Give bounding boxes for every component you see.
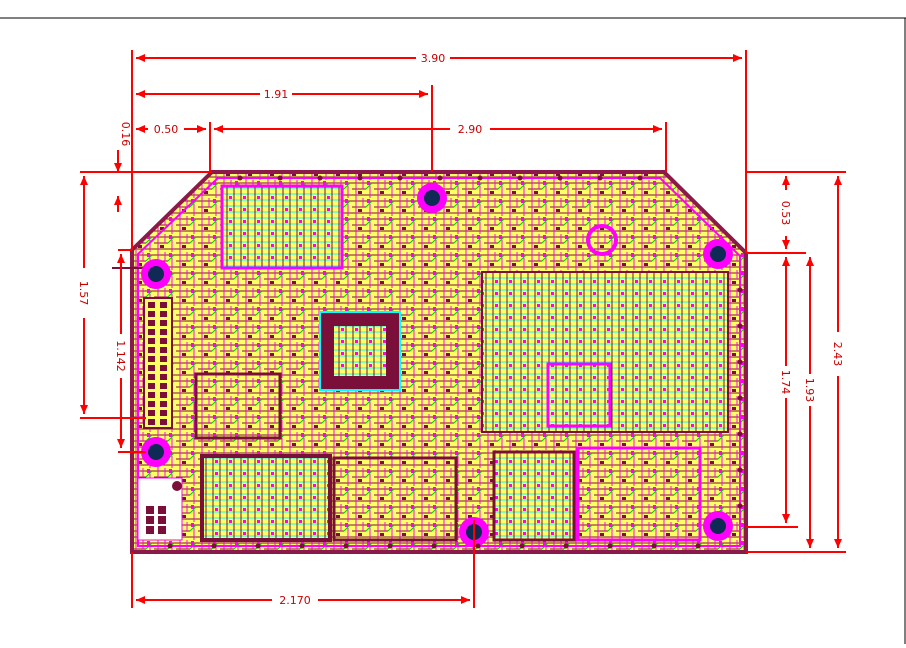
edge-via: [256, 544, 261, 549]
header-pin: [160, 356, 167, 362]
connector-pin: [146, 526, 154, 534]
rf-section: [482, 272, 728, 432]
power-block-top: [222, 186, 342, 268]
edge-via: [212, 544, 217, 549]
dim-label-right-mid: 1.93: [803, 378, 816, 403]
header-pin: [148, 383, 155, 389]
edge-via: [238, 176, 243, 181]
header-pin: [148, 419, 155, 425]
header-pin: [148, 401, 155, 407]
edge-via: [518, 176, 523, 181]
edge-via: [558, 176, 563, 181]
pcb-board: [112, 172, 746, 552]
edge-via: [738, 360, 743, 365]
header-pin: [148, 311, 155, 317]
power-block-bottom-right: [494, 452, 574, 540]
connector-pin: [146, 516, 154, 524]
header-pin: [148, 329, 155, 335]
edge-via: [344, 544, 349, 549]
dim-label-header-height: 1.142: [114, 340, 127, 372]
mounting-hole-top-left: [141, 259, 171, 289]
edge-via: [168, 544, 173, 549]
edge-via: [738, 288, 743, 293]
header-pin: [160, 392, 167, 398]
mounting-hole-top-right: [703, 239, 733, 269]
header-pin: [148, 320, 155, 326]
header-pin: [148, 356, 155, 362]
processor-die: [334, 326, 386, 376]
header-pin: [148, 302, 155, 308]
header-pin: [160, 320, 167, 326]
edge-via: [300, 544, 305, 549]
mounting-hole-top-center: [417, 183, 447, 213]
connector-pin: [146, 506, 154, 514]
edge-via: [358, 176, 363, 181]
dim-label-chamfer-left: 0.50: [154, 123, 179, 136]
header-pin: [160, 302, 167, 308]
edge-via: [520, 544, 525, 549]
edge-via: [318, 176, 323, 181]
header-pin: [148, 374, 155, 380]
edge-via: [652, 544, 657, 549]
edge-via: [738, 396, 743, 401]
edge-via: [638, 176, 643, 181]
dim-label-overall-height: 2.43: [831, 342, 844, 367]
edge-via: [738, 504, 743, 509]
header-pin: [148, 392, 155, 398]
header-pin: [160, 347, 167, 353]
edge-via: [278, 176, 283, 181]
dim-label-overall-width: 3.90: [421, 52, 446, 65]
edge-via: [564, 544, 569, 549]
edge-via: [738, 324, 743, 329]
edge-via: [738, 432, 743, 437]
connector-pin: [158, 526, 166, 534]
dim-label-chamfer-right: 0.53: [779, 201, 792, 226]
header-pin: [160, 338, 167, 344]
audio-block: [196, 374, 280, 438]
dim-label-hole-to-hole: 1.91: [264, 88, 289, 101]
header-pin: [148, 365, 155, 371]
edge-via: [432, 544, 437, 549]
edge-via: [438, 176, 443, 181]
connector-via: [172, 481, 182, 491]
mounting-hole-bottom-right: [703, 511, 733, 541]
edge-via: [598, 176, 603, 181]
header-pin: [148, 347, 155, 353]
header-pin: [160, 401, 167, 407]
edge-via: [476, 544, 481, 549]
edge-via: [696, 544, 701, 549]
dim-label-left-height: 1.57: [77, 281, 90, 306]
dim-label-bottom-hole: 2.170: [279, 594, 311, 607]
header-pin: [160, 365, 167, 371]
connector-pin: [158, 516, 166, 524]
header-pin: [160, 311, 167, 317]
connector-pin: [158, 506, 166, 514]
power-block-bottom-left: [202, 456, 330, 540]
dim-label-offset-left: 0.16: [119, 122, 132, 147]
header-pin: [160, 419, 167, 425]
edge-via: [608, 544, 613, 549]
header-pin: [160, 410, 167, 416]
edge-via: [738, 468, 743, 473]
edge-via: [398, 176, 403, 181]
edge-via: [478, 176, 483, 181]
power-block-bottom-mid: [334, 458, 456, 540]
header-pin: [148, 338, 155, 344]
header-pin: [148, 410, 155, 416]
header-pin: [160, 374, 167, 380]
header-pin: [160, 383, 167, 389]
edge-via: [388, 544, 393, 549]
dim-label-right-inner: 1.74: [779, 370, 792, 395]
dim-label-top-edge: 2.90: [458, 123, 483, 136]
regulator-block: [578, 448, 700, 540]
header-pin: [160, 329, 167, 335]
pin-header: [144, 298, 172, 428]
